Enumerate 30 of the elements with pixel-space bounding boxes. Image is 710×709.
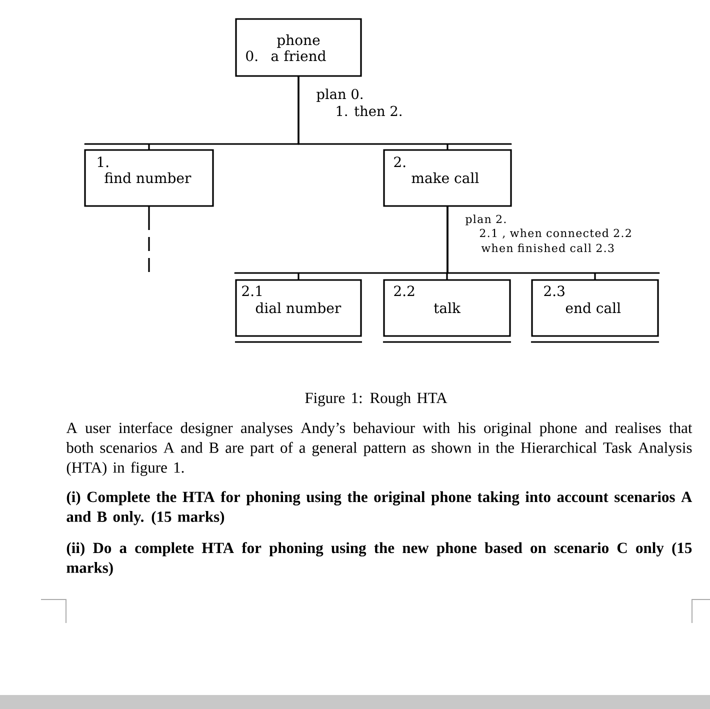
- tree-line: [148, 206, 150, 272]
- tree-line: [446, 206, 660, 280]
- task-box: [383, 149, 512, 207]
- task-number: 1.: [98, 156, 108, 168]
- task-name: make call: [412, 172, 479, 184]
- task-box: [531, 279, 659, 337]
- task-name: talk: [434, 302, 461, 314]
- question-text: (i) Complete the HTA for phoning using the original phone taking into account scenarios A and B only. (15 marks): [66, 491, 692, 526]
- task-box: [383, 279, 511, 337]
- task-name: find number: [104, 172, 192, 184]
- task-name: dial number: [256, 302, 342, 314]
- tree-line: [298, 76, 512, 150]
- question-text: (ii) Do a complete HTA for phoning using the new phone based on scenario C only (15 marks): [66, 542, 692, 576]
- task-number: 2.: [394, 156, 406, 168]
- plan-text: 2.1 , when connected 2.2: [480, 228, 631, 238]
- task-box: [235, 18, 362, 77]
- task-name: phone a friend: [271, 34, 326, 62]
- task-number: 2.2: [394, 286, 414, 296]
- plan-text: plan 0.: [316, 88, 362, 102]
- plan-text: 1. then 2.: [336, 106, 402, 116]
- task-number: 2.1: [242, 286, 262, 296]
- task-number: 0.: [246, 50, 258, 62]
- task-number: 2.3: [544, 286, 564, 296]
- figure-caption: Figure 1: Rough HTA: [305, 392, 448, 406]
- plan-text: when finished call 2.3: [481, 244, 614, 252]
- plan-text: plan 2.: [466, 214, 506, 226]
- body-paragraph: A user interface designer analyses Andy’s behaviour with his original phone and realises that both scenarios A and B are part of a general pattern as shown in the Hierarchical Task Analysis (HTA) in figure 1.: [66, 422, 692, 476]
- task-name: end call: [566, 302, 621, 314]
- task-box: [84, 149, 214, 207]
- task-box: [235, 279, 362, 337]
